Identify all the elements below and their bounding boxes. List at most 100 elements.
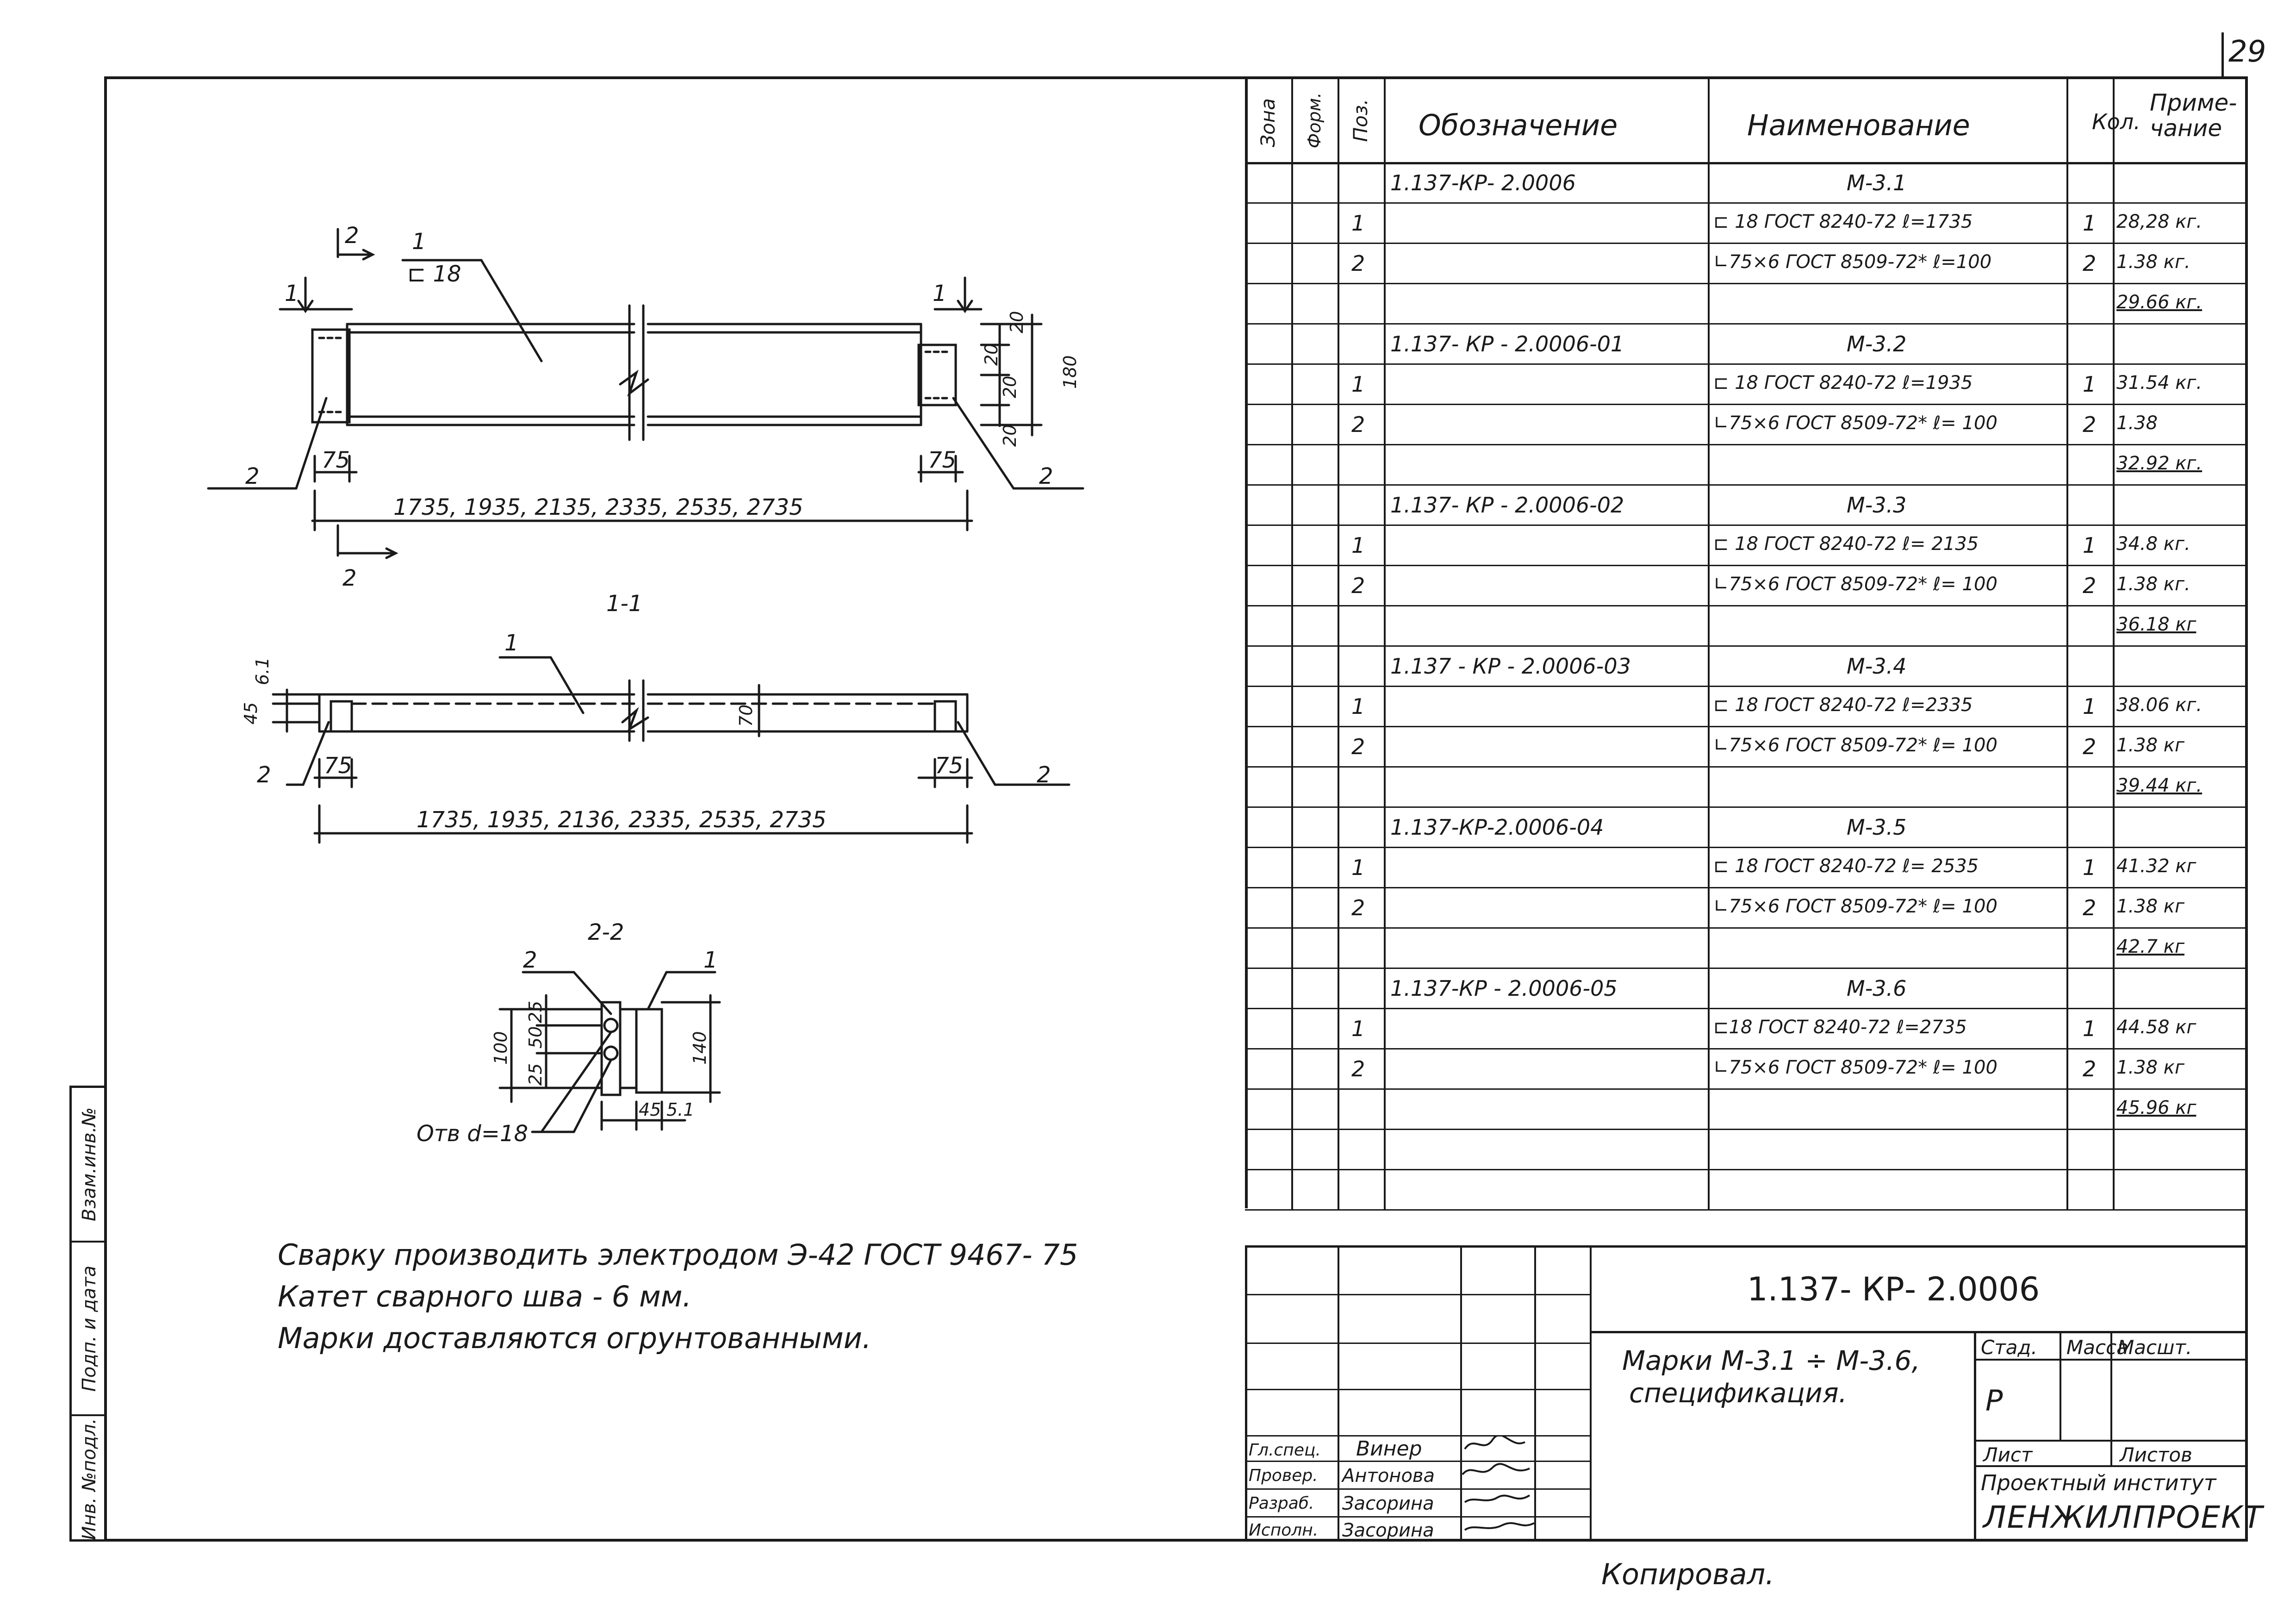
- stage-label: Стад.: [1981, 1336, 2037, 1359]
- side-stamp-inv-no: Инв. №подл.: [79, 1418, 100, 1540]
- spec-cell-designation: 1.137-КР-2.0006-04: [1390, 815, 1604, 840]
- spec-cell-pos: 1: [1351, 1016, 1365, 1041]
- doc-title-line2: спецификация.: [1629, 1377, 1848, 1409]
- doc-code: 1.137- КР- 2.0006: [1747, 1270, 2040, 1308]
- spec-cell-note: 29.66 кг.: [2116, 292, 2203, 313]
- spec-cell-note: 45.96 кг: [2116, 1097, 2196, 1118]
- spec-cell-designation: 1.137- КР - 2.0006-02: [1390, 493, 1624, 518]
- spec-cell-name: ∟75×6 ГОСТ 8509-72* ℓ= 100: [1713, 1057, 1997, 1078]
- hole-label: Отв d=18: [417, 1121, 528, 1147]
- sheets-label: Листов: [2120, 1443, 2192, 1466]
- spec-cell-note: 32.92 кг.: [2116, 453, 2203, 474]
- spec-cell-note: 38.06 кг.: [2116, 694, 2203, 716]
- sig-name-1: Антонова: [1342, 1465, 1435, 1487]
- dim-45: 45: [241, 702, 261, 725]
- note-line-1: Сварку производить электродом Э-42 ГОСТ …: [278, 1238, 1078, 1272]
- col-header-name: Наименование: [1747, 108, 1970, 142]
- sec-mark-1-right: 1: [933, 281, 947, 306]
- spec-cell-note: 42.7 кг: [2116, 936, 2184, 957]
- spec-cell-name: ∟75×6 ГОСТ 8509-72* ℓ= 100: [1713, 735, 1997, 756]
- col-header-pos: Поз.: [1349, 99, 1372, 142]
- spec-cell-pos: 1: [1351, 533, 1365, 558]
- dim-140: 140: [690, 1031, 710, 1065]
- spec-cell-name: ∟75×6 ГОСТ 8509-72* ℓ= 100: [1713, 574, 1997, 595]
- spec-cell-qty: 2: [2083, 412, 2097, 437]
- spec-cell-note: 1.38 кг: [2116, 735, 2184, 756]
- spec-cell-note: 1.38: [2116, 412, 2158, 434]
- side-stamp-sign-date: Подп. и дата: [79, 1265, 100, 1392]
- spec-cell-qty: 2: [2083, 573, 2097, 598]
- col-header-qty: Кол.: [2092, 109, 2140, 134]
- sig-name-2: Засорина: [1342, 1493, 1434, 1514]
- col-header-zone: Зона: [1257, 98, 1279, 147]
- callout-1-view2: 1: [504, 630, 519, 656]
- sec-mark-1-left: 1: [285, 281, 299, 306]
- dim-75-left-v2: 75: [324, 753, 352, 779]
- sec-mark-2-bottom: 2: [342, 565, 357, 591]
- dim-6-1: 6.1: [252, 657, 273, 685]
- spec-cell-name: М-3.5: [1847, 815, 1907, 840]
- spec-cell-qty: 2: [2083, 251, 2097, 276]
- note-line-2: Катет сварного шва - 6 мм.: [278, 1280, 692, 1313]
- handwritten-signatures: [1462, 1435, 1535, 1531]
- spec-cell-note: 1.38 кг: [2116, 1057, 2184, 1078]
- spec-cell-name: ⊏ 18 ГОСТ 8240-72 ℓ=1735: [1713, 211, 1973, 232]
- spec-cell-designation: 1.137-КР - 2.0006-05: [1390, 976, 1618, 1001]
- spec-cell-qty: 2: [2083, 1056, 2097, 1081]
- callout-1-view1: 1: [412, 229, 426, 255]
- spec-cell-name: М-3.1: [1847, 170, 1907, 195]
- spec-cell-pos: 2: [1351, 1056, 1365, 1081]
- length-text-v1: 1735, 1935, 2135, 2335, 2535, 2735: [393, 494, 803, 520]
- mass-label: Масса: [2066, 1336, 2128, 1359]
- sig-role-0: Гл.спец.: [1249, 1441, 1321, 1460]
- spec-cell-name: М-3.2: [1847, 331, 1907, 356]
- view2-title: 1-1: [606, 591, 642, 617]
- spec-cell-name: М-3.3: [1847, 493, 1907, 518]
- spec-cell-note: 44.58 кг: [2116, 1017, 2196, 1038]
- spec-cell-qty: 1: [2083, 533, 2097, 558]
- spec-cell-name: ⊏ 18 ГОСТ 8240-72 ℓ=2335: [1713, 694, 1973, 716]
- callout-2-view3: 2: [523, 947, 537, 973]
- page-number: 29: [2228, 35, 2266, 69]
- channel-label: ⊏ 18: [407, 261, 461, 287]
- spec-cell-name: ∟75×6 ГОСТ 8509-72* ℓ= 100: [1713, 412, 1997, 434]
- spec-cell-name: ⊏18 ГОСТ 8240-72 ℓ=2735: [1713, 1017, 1967, 1038]
- spec-cell-pos: 2: [1351, 251, 1365, 276]
- spec-cell-note: 28,28 кг.: [2116, 211, 2203, 232]
- spec-cell-note: 1.38 кг.: [2116, 251, 2190, 273]
- col-header-designation: Обозначение: [1419, 108, 1618, 142]
- callout-2-view1-right: 2: [1039, 463, 1053, 489]
- view3-title: 2-2: [588, 919, 624, 945]
- dim-75-right-v2: 75: [935, 753, 963, 779]
- spec-cell-pos: 2: [1351, 412, 1365, 437]
- spec-cell-qty: 1: [2083, 694, 2097, 719]
- spec-cell-note: 39.44 кг.: [2116, 775, 2203, 796]
- drawing-area: 2 1 ⊏ 18 1 1 2 2 75 75 1735, 1935, 2135,…: [207, 223, 1084, 1147]
- spec-cell-note: 1.38 кг: [2116, 896, 2184, 917]
- spec-cell-pos: 1: [1351, 855, 1365, 880]
- spec-cell-qty: 1: [2083, 372, 2097, 397]
- spec-cell-note: 34.8 кг.: [2116, 533, 2190, 555]
- spec-cell-pos: 2: [1351, 734, 1365, 759]
- spec-cell-designation: 1.137 - КР - 2.0006-03: [1390, 654, 1631, 679]
- copied-label: Копировал.: [1601, 1557, 1774, 1591]
- page-number-divider: [2221, 32, 2224, 76]
- spec-cell-pos: 1: [1351, 372, 1365, 397]
- title-block: 1.137- КР- 2.0006 Марки М-3.1 ÷ М-3.6, с…: [1245, 1245, 2262, 1542]
- spec-cell-note: 36.18 кг: [2116, 614, 2196, 635]
- dim-25-top: 25: [525, 1001, 546, 1023]
- dim-180: 180: [1060, 355, 1080, 389]
- dim-20-b: 20: [981, 344, 1002, 366]
- org-line2: ЛЕНЖИЛПРОЕКТ: [1983, 1499, 2264, 1535]
- dim-70: 70: [736, 705, 756, 727]
- dim-5-1-v3: 5.1: [666, 1099, 694, 1120]
- spec-cell-note: 31.54 кг.: [2116, 372, 2203, 394]
- dim-25-bottom: 25: [525, 1063, 546, 1086]
- sig-role-2: Разраб.: [1249, 1494, 1314, 1513]
- sig-role-3: Исполн.: [1249, 1521, 1319, 1540]
- dim-20-d: 20: [1000, 425, 1020, 447]
- col-header-note: Приме- чание: [2150, 89, 2237, 142]
- sig-name-0: Винер: [1356, 1437, 1422, 1461]
- spec-cell-name: М-3.6: [1847, 976, 1907, 1001]
